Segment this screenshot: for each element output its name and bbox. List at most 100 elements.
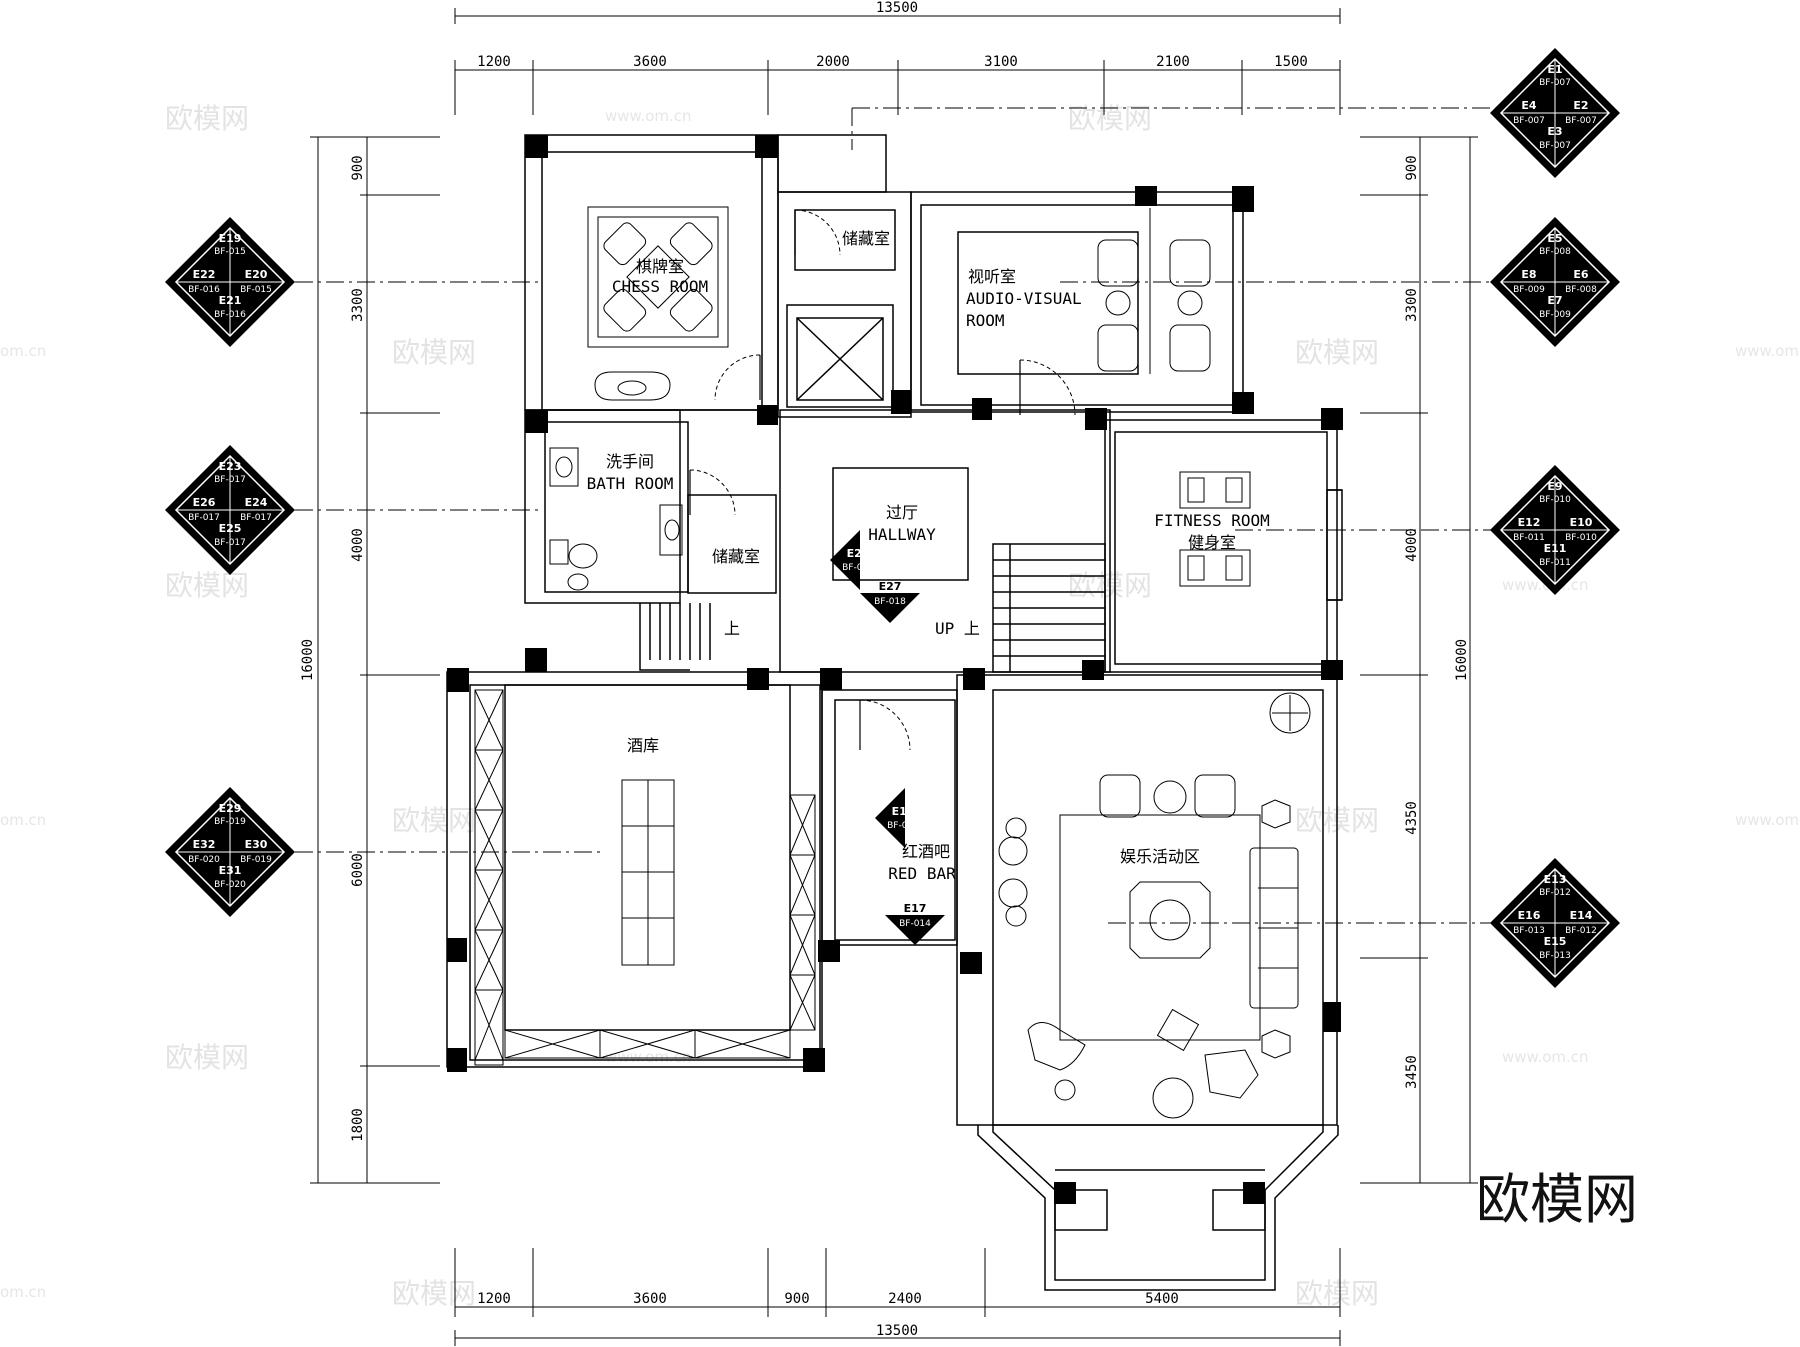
elevation-tag-e27: E27 BF-018 [860,580,920,623]
watermark-url: om.cn [0,342,46,360]
elevation-reference-lines [295,107,1510,924]
top-dim: 2000 [816,54,850,70]
room-label-bath-en: BATH ROOM [587,474,674,493]
elevation-tag-e29: E29 BF-019 E30 BF-019 E31 BF-020 E32 BF-… [165,787,295,917]
tag-ref: BF-014 [887,821,919,831]
tag-ref: BF-007 [1565,116,1597,126]
overall-width-bottom: 13500 [876,1323,918,1339]
room-label-av-en-2: ROOM [966,311,1005,330]
tag-ref: BF-018 [874,597,906,607]
top-dimensions [454,8,1341,115]
elevation-tag-e18: E18 BF-014 [875,788,919,848]
tag-code: E23 [219,460,242,473]
tag-code: E6 [1573,268,1589,281]
room-label-av-cn: 视听室 [968,267,1016,286]
elevation-tag-e28: E28 BF-018 [830,530,874,590]
tag-ref: BF-008 [1565,285,1597,295]
elevation-tag-e5: E5 BF-008 E6 BF-008 E7 BF-009 E8 BF-009 [1490,217,1620,347]
door-leaves [689,210,1021,750]
stair-up-label: 上 [724,619,740,638]
bottom-dimensions [454,1248,1341,1346]
bottom-dim: 3600 [633,1291,667,1307]
tag-ref: BF-015 [240,285,272,295]
chess-table [587,206,729,348]
tag-ref: BF-017 [240,513,272,523]
tag-code: E13 [1544,873,1567,886]
elevation-tag-e23: E23 BF-017 E24 BF-017 E25 BF-017 E26 BF-… [165,445,295,575]
room-label-bath-cn: 洗手间 [606,452,654,471]
watermark-url: www.om.cn [605,1048,692,1066]
tag-ref: BF-013 [1513,926,1545,936]
left-dim: 900 [350,155,366,180]
watermark-url: www.om.cn [605,107,692,125]
tag-ref: BF-019 [214,817,246,827]
watermark-url: www.om.cn [1735,811,1800,829]
bottom-dim: 900 [784,1291,809,1307]
tag-code: E18 [892,805,915,818]
tag-code: E17 [904,902,927,915]
tag-code: E3 [1547,125,1562,138]
tag-ref: BF-007 [1513,116,1545,126]
tag-code: E32 [193,838,216,851]
tag-ref: BF-010 [1539,495,1571,505]
left-dim: 6000 [350,853,366,887]
watermark-url: www.om.cn [1502,1048,1589,1066]
elevation-tag-e13: E13 BF-012 E14 BF-012 E15 BF-013 E16 BF-… [1490,858,1620,988]
elevation-tag-e17: E17 BF-014 [885,902,945,945]
room-label-wine-cellar: 酒库 [627,736,659,755]
watermark-logo: 欧模网 [1476,1168,1638,1231]
bottom-dim: 5400 [1145,1291,1179,1307]
tag-code: E29 [219,802,242,815]
bottom-dim: 2400 [888,1291,922,1307]
watermark-text: 欧模网 [1068,102,1152,135]
tag-code: E14 [1570,909,1593,922]
entertainment-furniture [998,692,1311,1119]
top-dim: 1200 [477,54,511,70]
tag-ref: BF-012 [1565,926,1597,936]
elevation-tag-e19: E19 BF-015 E20 BF-015 E21 BF-016 E22 BF-… [165,217,295,347]
tag-ref: BF-011 [1539,558,1571,568]
tag-ref: BF-009 [1539,310,1571,320]
room-label-entertainment: 娱乐活动区 [1120,847,1200,866]
tag-ref: BF-018 [842,563,874,573]
right-dimensions [1360,136,1478,1184]
tag-code: E20 [245,268,268,281]
tag-code: E30 [245,838,268,851]
overall-height-right: 16000 [1454,639,1470,681]
tag-code: E10 [1570,516,1593,529]
watermark-text: 欧模网 [392,1277,476,1310]
tag-ref: BF-012 [1539,888,1571,898]
tag-code: E24 [245,496,268,509]
tag-code: E1 [1547,63,1562,76]
room-label-chess-cn: 棋牌室 [636,257,684,276]
walls [446,134,1343,1291]
watermark-text: 欧模网 [392,804,476,837]
tag-ref: BF-019 [240,855,272,865]
watermark-url: om.cn [0,811,46,829]
left-dim: 1800 [350,1108,366,1142]
tag-ref: BF-017 [188,513,220,523]
room-label-av-en-1: AUDIO-VISUAL [966,289,1082,308]
tag-ref: BF-020 [188,855,220,865]
av-room-seats [1097,208,1211,374]
watermark-text: 欧模网 [1295,1277,1379,1310]
tag-code: E25 [219,522,242,535]
top-dim: 1500 [1274,54,1308,70]
top-dim: 2100 [1156,54,1190,70]
tag-ref: BF-010 [1565,533,1597,543]
tag-code: E16 [1518,909,1541,922]
room-label-bar-en: RED BAR [888,864,956,883]
right-dim: 3450 [1404,1055,1420,1089]
right-dim: 3300 [1404,288,1420,322]
tag-ref: BF-014 [899,919,931,929]
tag-code: E8 [1521,268,1536,281]
room-label-bar-cn: 红酒吧 [902,842,950,861]
top-dim: 3600 [633,54,667,70]
tag-ref: BF-007 [1539,141,1571,151]
tag-ref: BF-011 [1513,533,1545,543]
tag-ref: BF-016 [188,285,220,295]
stair-up-label-main: UP 上 [935,619,980,638]
tag-code: E22 [193,268,216,281]
tag-code: E12 [1518,516,1541,529]
